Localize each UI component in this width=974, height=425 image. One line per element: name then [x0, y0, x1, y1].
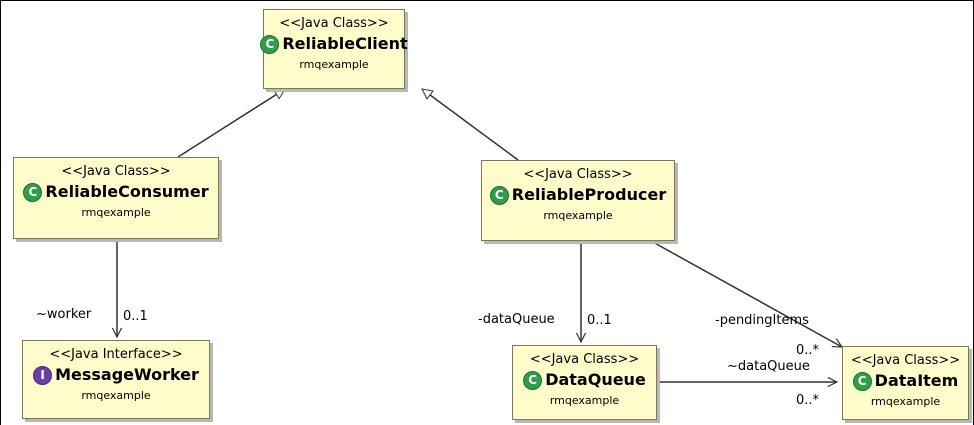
class-box-reliable-producer[interactable]: <<Java Class>> C ReliableProducer rmqexa… — [481, 160, 675, 241]
role-label-dataqueue: -dataQueue — [478, 312, 555, 327]
stereotype-label: <<Java Class>> — [850, 353, 961, 368]
class-name: ReliableConsumer — [45, 182, 209, 201]
package-label: rmqexample — [81, 389, 151, 402]
multiplicity-label-worker: 0..1 — [123, 309, 148, 324]
package-label: rmqexample — [299, 58, 369, 71]
stereotype-label: <<Java Interface>> — [49, 347, 183, 362]
class-box-reliable-consumer[interactable]: <<Java Class>> C ReliableConsumer rmqexa… — [13, 157, 219, 239]
class-icon: C — [23, 182, 43, 202]
multiplicity-label-queue-item: 0..* — [796, 393, 820, 408]
role-label-worker: ~worker — [36, 307, 92, 322]
class-icon: C — [260, 34, 280, 54]
multiplicity-label-pendingitems: 0..* — [796, 343, 820, 358]
class-name: ReliableProducer — [511, 185, 667, 204]
package-label: rmqexample — [549, 394, 620, 407]
class-name: DataQueue — [545, 370, 646, 389]
class-box-reliable-client[interactable]: <<Java Class>> C ReliableClient rmqexamp… — [260, 9, 408, 89]
role-label-queue-item: ~dataQueue — [727, 359, 810, 374]
class-box-data-queue[interactable]: <<Java Class>> C DataQueue rmqexample — [512, 345, 657, 420]
package-label: rmqexample — [543, 209, 613, 222]
association-producer-pendingitems — [650, 240, 842, 348]
interface-icon: I — [33, 365, 53, 385]
interface-box-message-worker[interactable]: <<Java Interface>> I MessageWorker rmqex… — [22, 340, 210, 419]
stereotype-label: <<Java Class>> — [279, 16, 389, 31]
frame-left-border — [0, 0, 1, 425]
stereotype-label: <<Java Class>> — [61, 164, 171, 179]
class-name: ReliableClient — [282, 34, 408, 53]
multiplicity-label-dataqueue: 0..1 — [587, 313, 612, 328]
class-icon: C — [852, 371, 872, 391]
stereotype-label: <<Java Class>> — [523, 167, 633, 182]
role-label-pendingitems: -pendingItems — [715, 313, 809, 328]
class-name: DataItem — [874, 371, 959, 390]
frame-top-border — [0, 0, 974, 1]
generalization-producer-to-client — [422, 89, 519, 161]
stereotype-label: <<Java Class>> — [529, 352, 640, 367]
package-label: rmqexample — [81, 206, 151, 219]
package-label: rmqexample — [870, 395, 941, 408]
class-icon: C — [523, 370, 543, 390]
interface-name: MessageWorker — [55, 365, 199, 384]
class-icon: C — [489, 185, 509, 205]
generalization-consumer-to-client — [177, 88, 285, 158]
class-box-data-item[interactable]: <<Java Class>> C DataItem rmqexample — [842, 346, 969, 420]
